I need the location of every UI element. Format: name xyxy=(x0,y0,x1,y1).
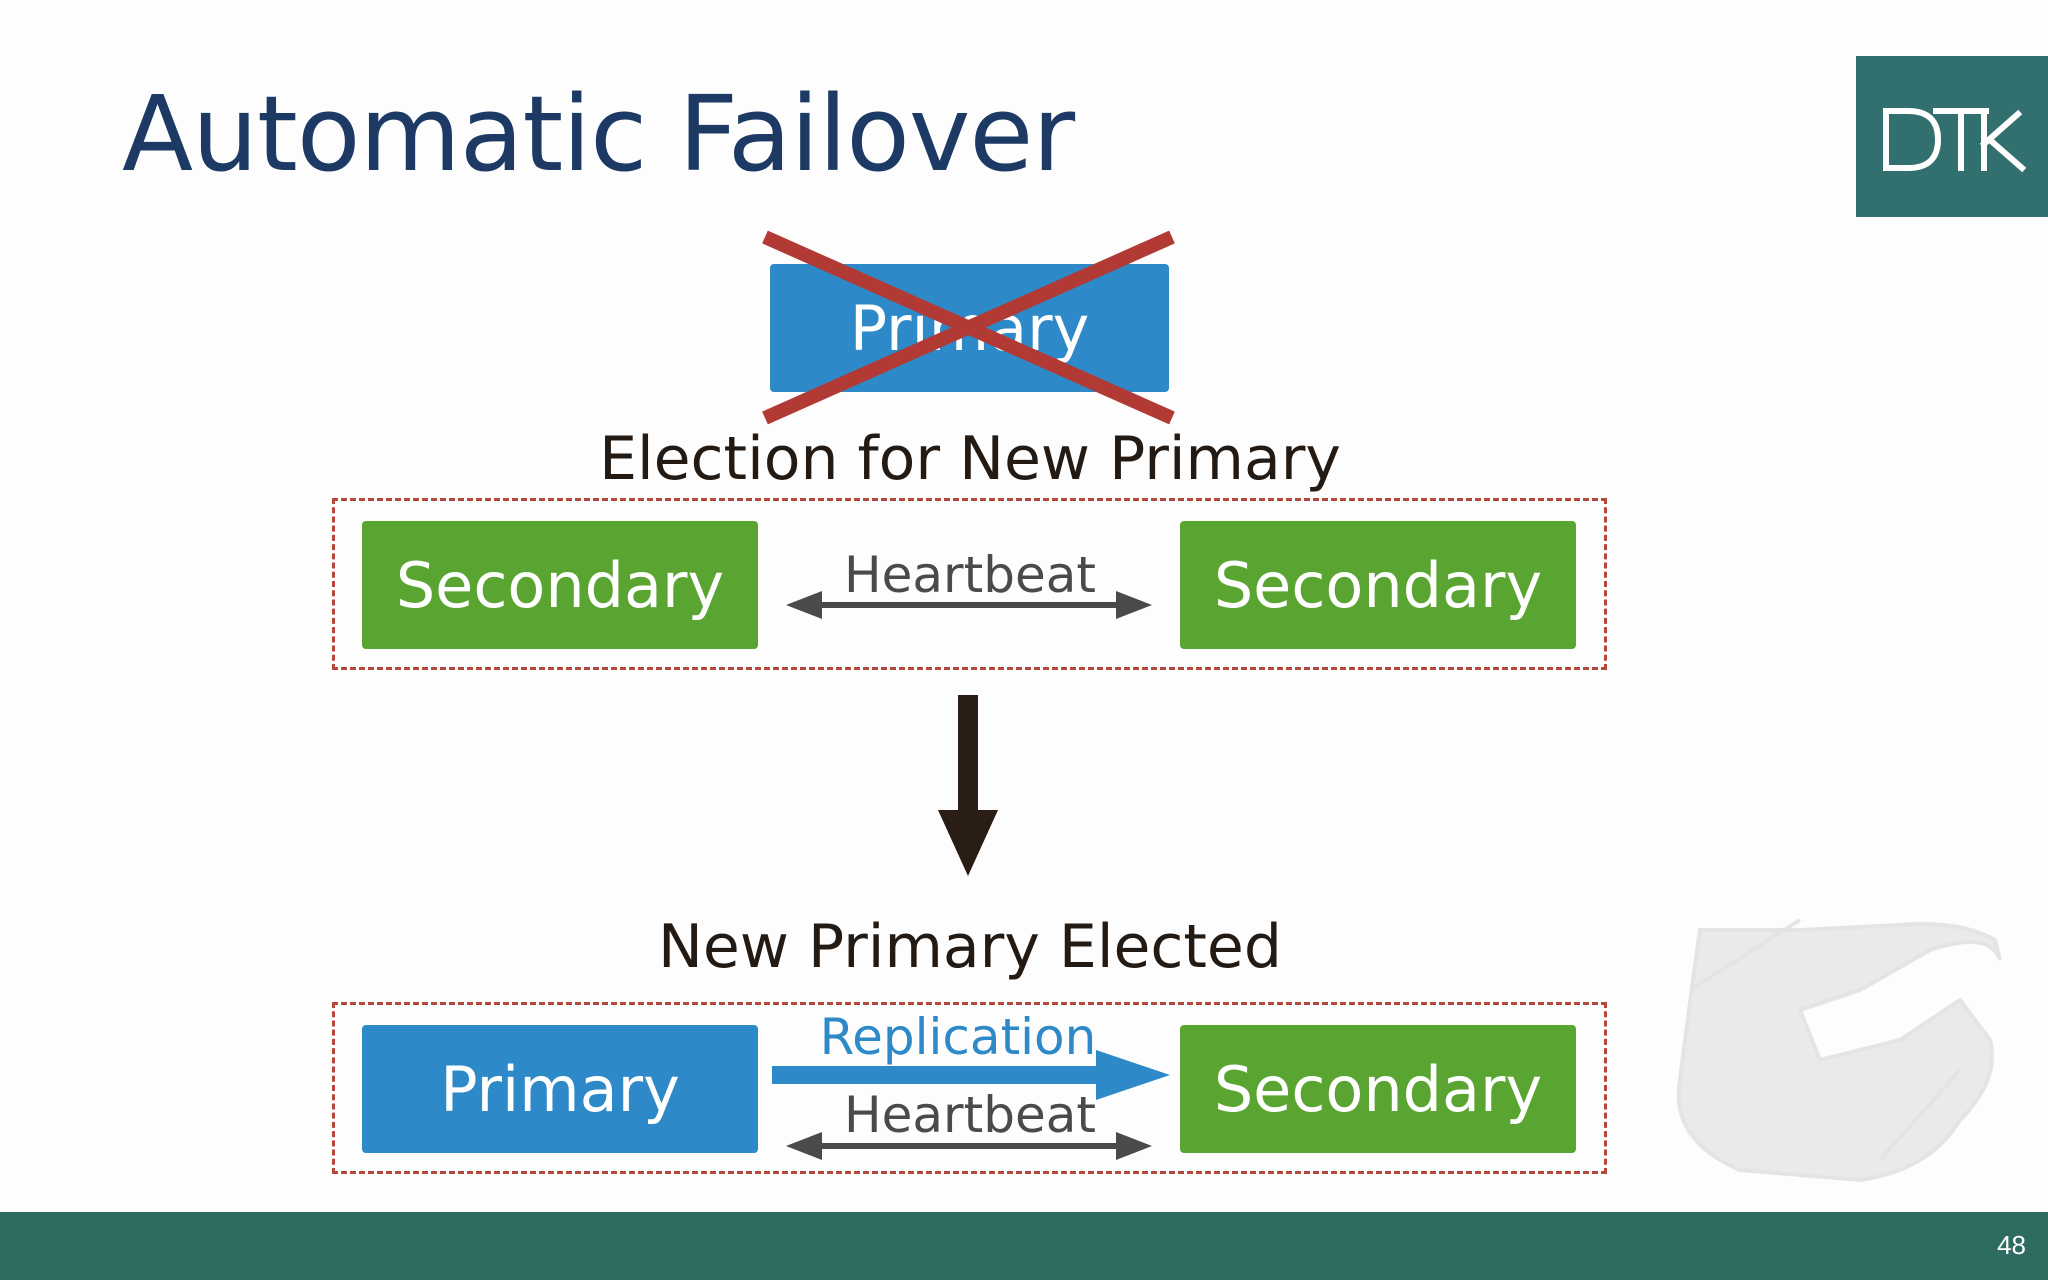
down-arrow-icon xyxy=(938,695,998,876)
result-secondary-node: Secondary xyxy=(1180,1025,1576,1153)
election-left-secondary-node: Secondary xyxy=(362,521,758,649)
page-number: 48 xyxy=(1997,1230,2026,1260)
result-secondary-label: Secondary xyxy=(1213,1052,1543,1126)
election-left-secondary-label: Secondary xyxy=(395,548,725,622)
double-arrow-icon xyxy=(786,591,1152,619)
election-right-secondary-node: Secondary xyxy=(1180,521,1576,649)
watermark-illustration xyxy=(1676,918,2002,1183)
new-primary-node: Primary xyxy=(362,1025,758,1153)
new-primary-label: Primary xyxy=(440,1052,680,1126)
diagram-graphics xyxy=(772,591,2002,1183)
slide-title: Automatic Failover xyxy=(122,73,1075,195)
replication-label: Replication xyxy=(819,1008,1097,1066)
election-heartbeat-label: Heartbeat xyxy=(844,546,1096,604)
cross-mark-icon xyxy=(762,230,1175,425)
result-heading: New Primary Elected xyxy=(658,912,1282,982)
dtk-logo xyxy=(1856,56,2048,217)
double-arrow-icon xyxy=(786,1132,1152,1160)
result-group xyxy=(332,1002,1607,1174)
election-heading: Election for New Primary xyxy=(599,424,1341,494)
dtk-logo-mark xyxy=(1883,108,2027,173)
footer-bar: 48 xyxy=(0,1212,2048,1280)
election-right-secondary-label: Secondary xyxy=(1213,548,1543,622)
cross-mark-overlay xyxy=(762,230,1175,425)
election-group xyxy=(332,498,1607,670)
right-arrow-icon xyxy=(772,1050,1170,1100)
result-heartbeat-label: Heartbeat xyxy=(844,1086,1096,1144)
